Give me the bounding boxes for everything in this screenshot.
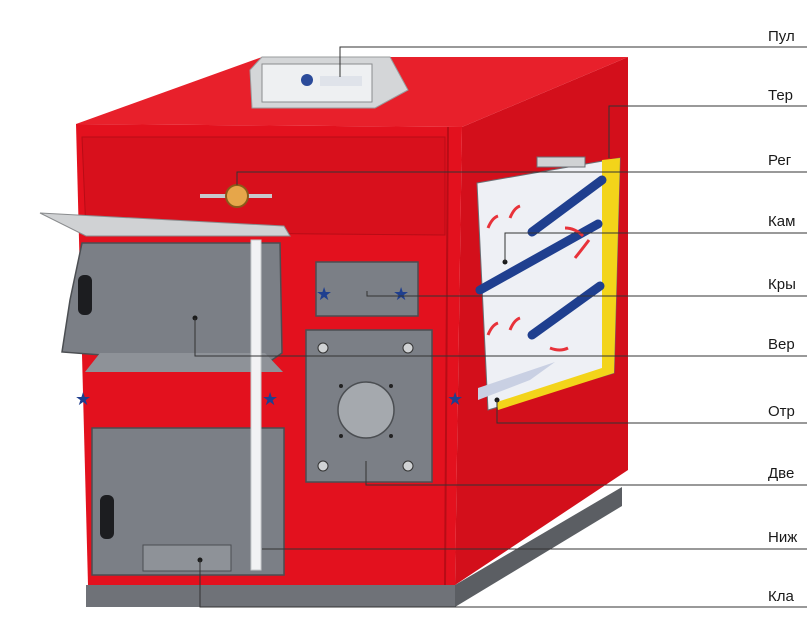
burner-stud xyxy=(389,384,393,388)
flue-outlet xyxy=(536,156,586,168)
leader-line xyxy=(365,461,807,486)
burner-stud xyxy=(339,384,343,388)
heat-exchanger-pipe xyxy=(475,219,603,295)
grate-plate xyxy=(478,362,555,400)
boiler-base-side xyxy=(455,487,622,607)
star-icon: ★ xyxy=(75,389,91,409)
cleaning-hatch[interactable] xyxy=(315,261,419,317)
label-reg: Рег xyxy=(768,152,792,169)
flame-arrow-icon xyxy=(573,239,591,259)
leader-line xyxy=(504,232,807,262)
insulation-yellow-icon xyxy=(497,158,620,410)
star-icon: ★ xyxy=(316,284,332,304)
upper-loading-door[interactable] xyxy=(61,242,283,368)
flame-arrow-icon xyxy=(486,321,499,336)
burner-port xyxy=(337,381,395,439)
front-top-strip xyxy=(81,136,446,236)
lower-door-handle[interactable] xyxy=(100,495,114,539)
heat-exchanger-pipe xyxy=(527,175,607,237)
label-ver: Вер xyxy=(768,336,795,353)
star-icon: ★ xyxy=(393,284,409,304)
bolt-icon xyxy=(317,460,329,472)
label-otr: Отр xyxy=(768,403,795,420)
label-nizh: Ниж xyxy=(768,529,798,546)
label-dve: Две xyxy=(768,465,795,482)
label-ter: Тер xyxy=(768,87,794,104)
star-icon: ★ xyxy=(447,389,463,409)
vertical-tube xyxy=(250,239,262,571)
bolt-icon xyxy=(317,342,329,354)
upper-door-handle[interactable] xyxy=(78,275,92,315)
label-kla: Кла xyxy=(768,588,794,605)
heat-exchanger-pipe xyxy=(527,281,605,340)
leader-line xyxy=(199,560,807,608)
label-pult: Пул xyxy=(768,28,795,45)
leader-lines xyxy=(194,46,807,608)
leader-line xyxy=(366,291,807,297)
flame-arrow-icon xyxy=(508,204,521,219)
air-damper-flap[interactable] xyxy=(142,544,232,572)
label-kry: Кры xyxy=(768,276,796,293)
flame-arrow-icon xyxy=(486,214,499,229)
flame-arrow-icon xyxy=(508,316,521,331)
leader-line xyxy=(194,318,807,357)
temperature-regulator-icon[interactable] xyxy=(225,184,249,208)
flame-arrow-icon xyxy=(564,226,585,238)
bolt-icon xyxy=(402,342,414,354)
control-knob-icon[interactable] xyxy=(301,74,313,86)
burner-stud xyxy=(389,434,393,438)
label-kam: Кам xyxy=(768,213,796,230)
leader-line xyxy=(496,400,807,424)
bolt-icon xyxy=(402,460,414,472)
upper-door-lip xyxy=(85,353,283,372)
leader-line xyxy=(608,105,807,158)
leader-line xyxy=(339,46,807,77)
star-icon: ★ xyxy=(262,389,278,409)
control-display xyxy=(320,76,362,86)
upper-door-shelf xyxy=(39,212,291,237)
leader-line xyxy=(236,171,807,185)
flame-arrow-icon xyxy=(549,346,569,352)
burner-stud xyxy=(339,434,343,438)
boiler-base xyxy=(86,585,455,607)
